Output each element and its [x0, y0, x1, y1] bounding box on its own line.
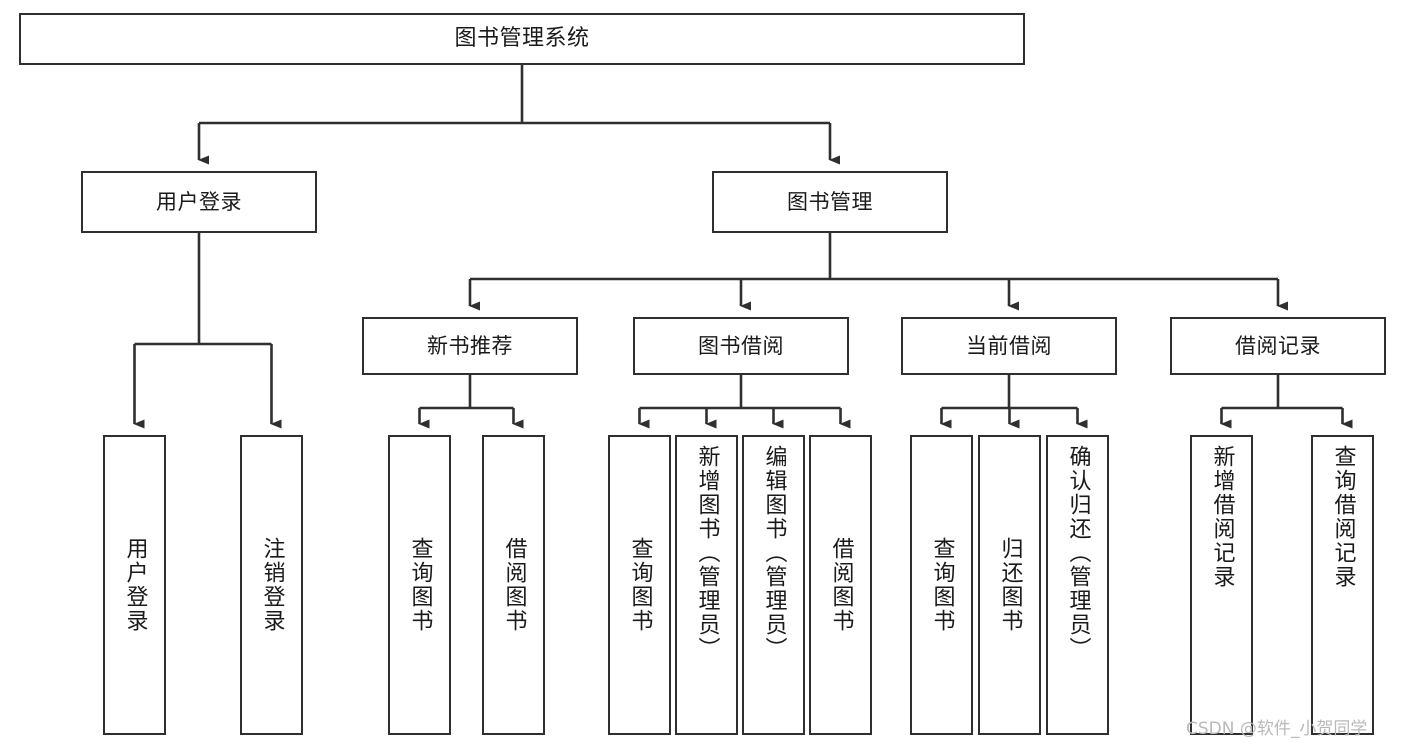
node-leaf-query-book-borrow[interactable]: 查询图书 — [608, 435, 671, 735]
node-label: 新增图书（管理员） — [694, 445, 720, 661]
node-book-management[interactable]: 图书管理 — [712, 171, 948, 233]
node-label: 图书借阅 — [698, 333, 784, 358]
node-leaf-edit-book[interactable]: 编辑图书（管理员） — [742, 435, 805, 735]
node-borrow-record[interactable]: 借阅记录 — [1170, 317, 1386, 375]
node-label: 借阅图书 — [501, 537, 527, 633]
node-leaf-return-book[interactable]: 归还图书 — [978, 435, 1041, 735]
node-new-book-recommend[interactable]: 新书推荐 — [362, 317, 578, 375]
node-label: 编辑图书（管理员） — [761, 445, 787, 661]
node-book-borrow[interactable]: 图书借阅 — [633, 317, 849, 375]
node-leaf-user-login[interactable]: 用户登录 — [103, 435, 166, 735]
node-label: 借阅记录 — [1235, 333, 1321, 358]
node-label: 新增借阅记录 — [1209, 445, 1235, 589]
node-label: 注销登录 — [259, 537, 285, 633]
node-label: 借阅图书 — [828, 537, 854, 633]
node-leaf-query-book-current[interactable]: 查询图书 — [910, 435, 973, 735]
node-label: 图书管理系统 — [454, 26, 590, 52]
node-leaf-add-book[interactable]: 新增图书（管理员） — [675, 435, 738, 735]
node-label: 用户登录 — [122, 537, 148, 633]
node-user-login[interactable]: 用户登录 — [81, 171, 317, 233]
node-label: 查询图书 — [627, 537, 653, 633]
node-label: 查询图书 — [929, 537, 955, 633]
node-leaf-add-borrow-record[interactable]: 新增借阅记录 — [1190, 435, 1253, 735]
node-leaf-confirm-return[interactable]: 确认归还（管理员） — [1046, 435, 1109, 735]
node-leaf-query-book-recommend[interactable]: 查询图书 — [388, 435, 451, 735]
node-leaf-borrow-book-recommend[interactable]: 借阅图书 — [482, 435, 545, 735]
node-label: 图书管理 — [787, 189, 873, 214]
node-leaf-logout[interactable]: 注销登录 — [240, 435, 303, 735]
node-label: 确认归还（管理员） — [1065, 445, 1091, 661]
node-label: 新书推荐 — [427, 333, 513, 358]
node-label: 归还图书 — [997, 537, 1023, 633]
node-leaf-query-borrow-record[interactable]: 查询借阅记录 — [1311, 435, 1374, 735]
node-label: 查询借阅记录 — [1330, 445, 1356, 589]
node-label: 用户登录 — [156, 189, 242, 214]
node-label: 查询图书 — [407, 537, 433, 633]
node-root[interactable]: 图书管理系统 — [19, 13, 1025, 65]
node-leaf-borrow-book[interactable]: 借阅图书 — [809, 435, 872, 735]
node-label: 当前借阅 — [966, 333, 1052, 358]
node-current-borrow[interactable]: 当前借阅 — [901, 317, 1117, 375]
